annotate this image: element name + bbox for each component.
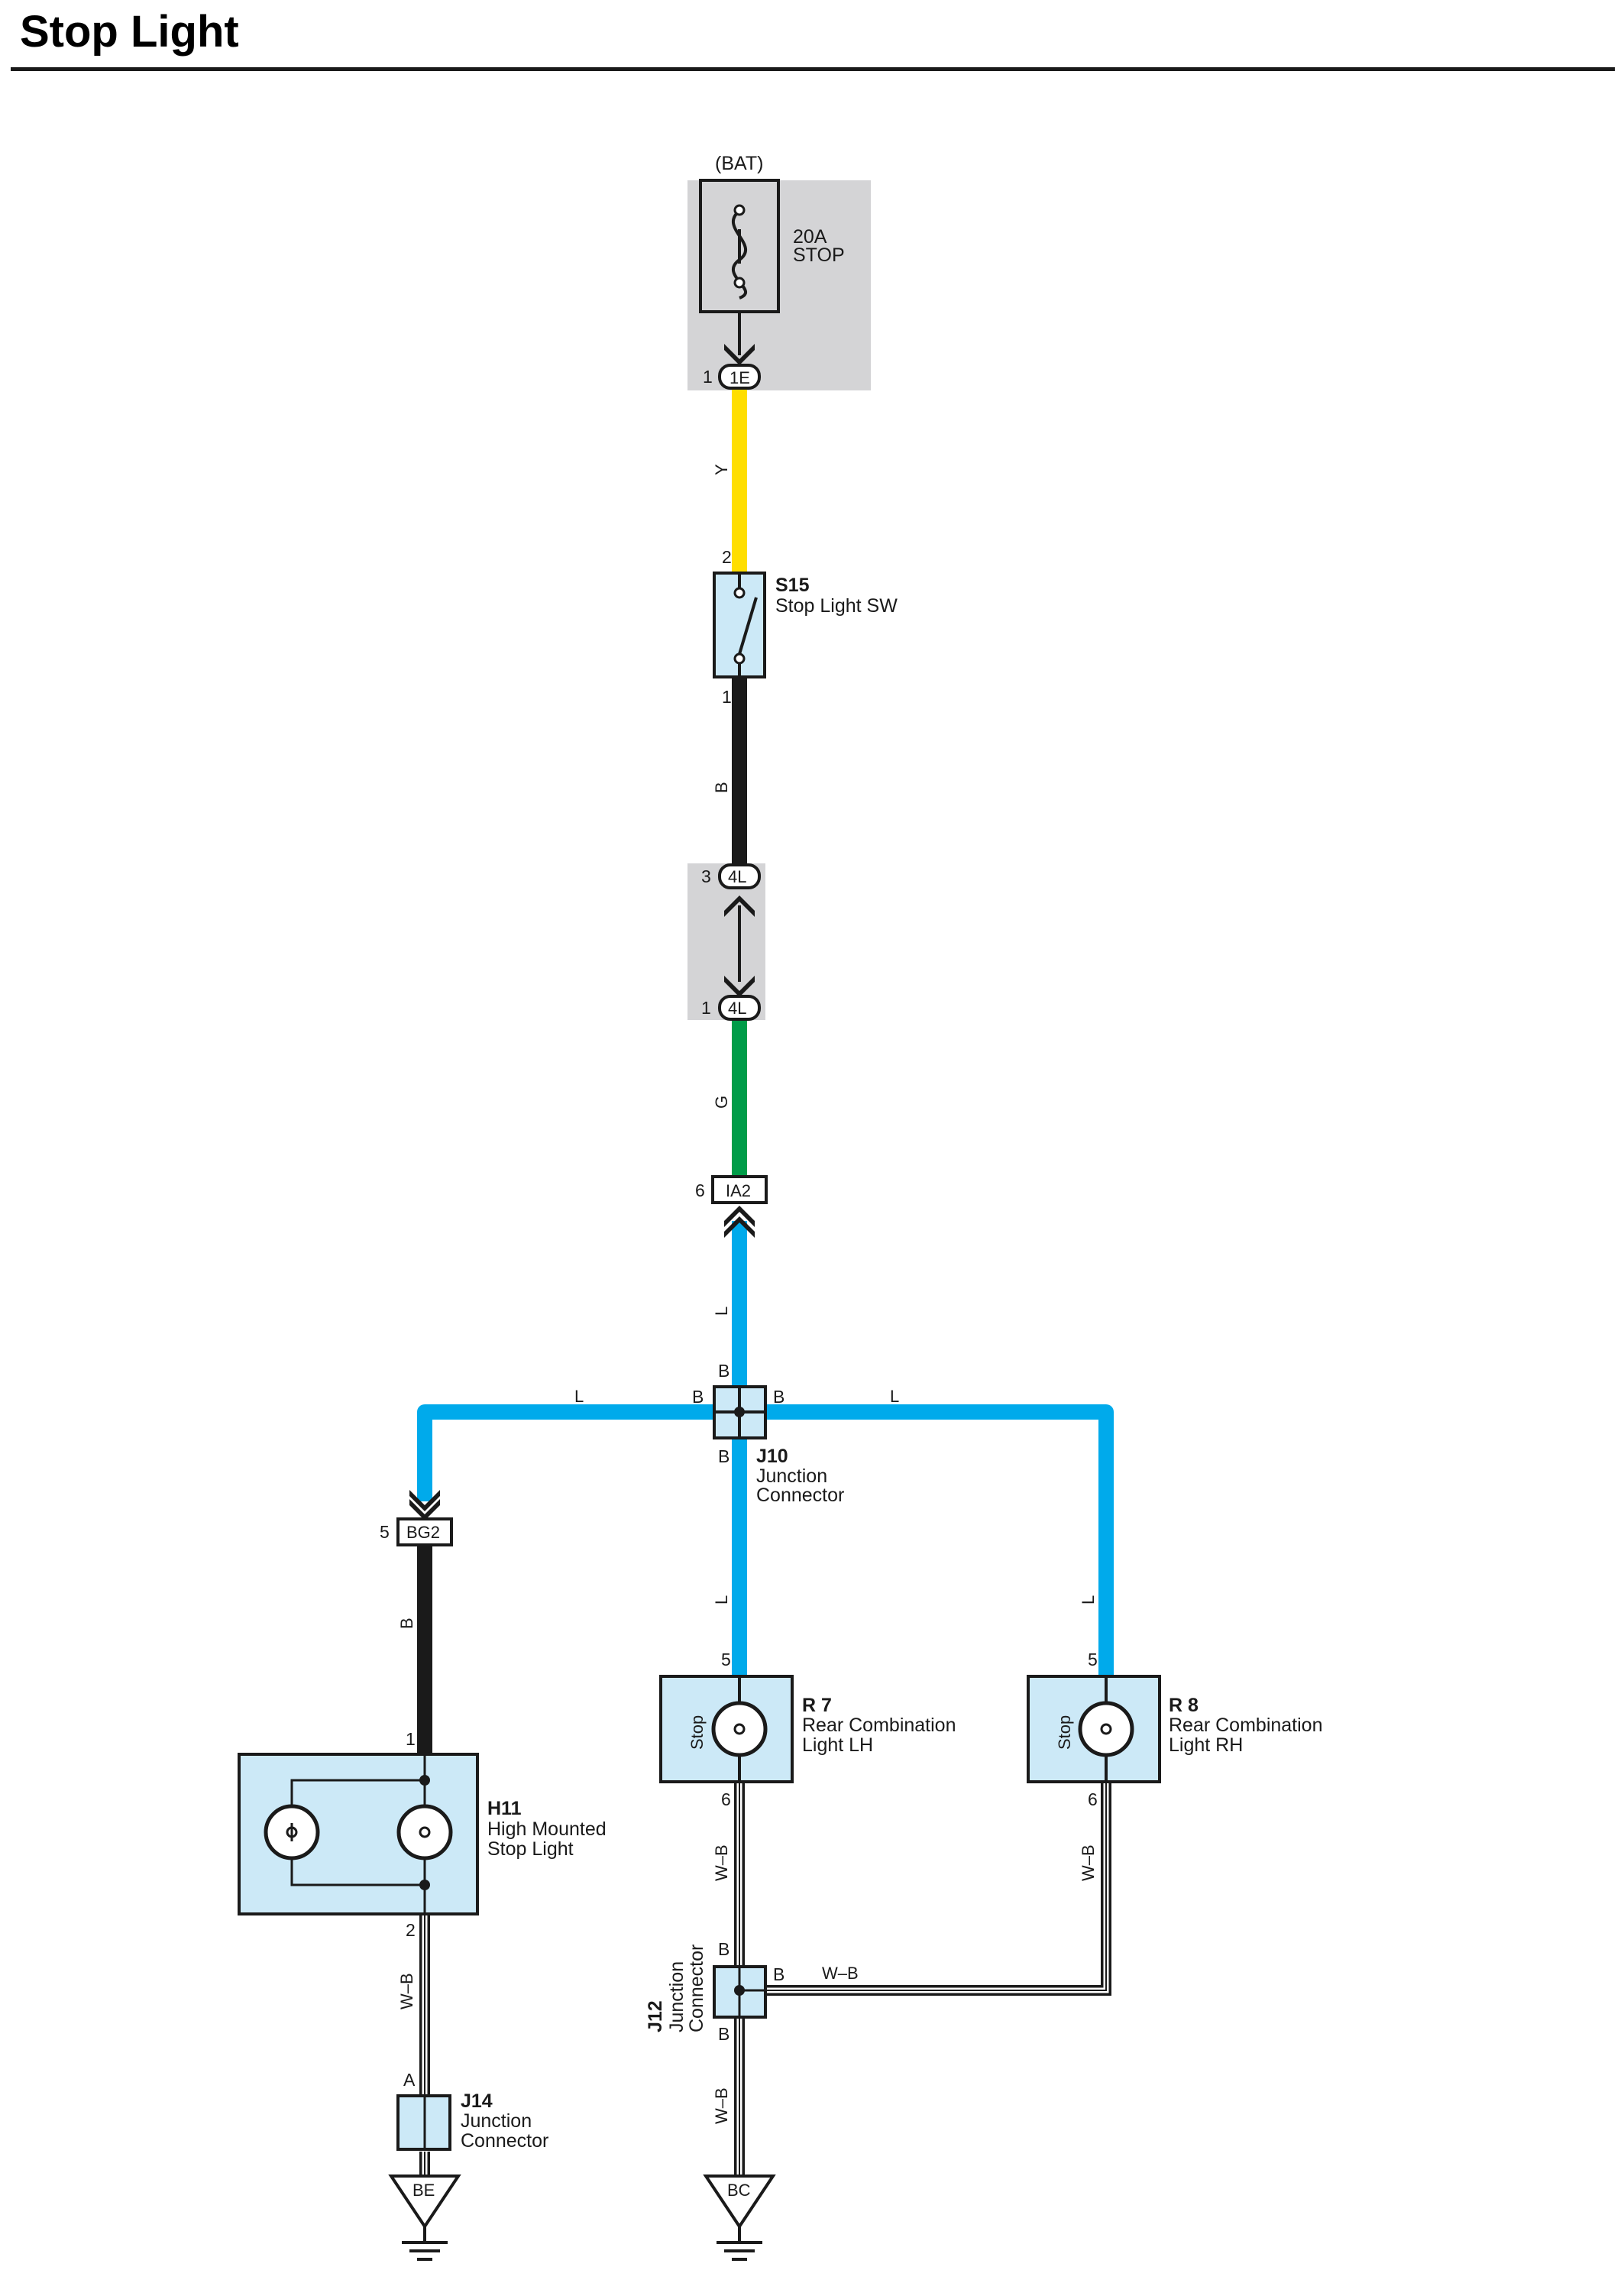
junction-j10	[713, 1385, 767, 1439]
wire-label-blue-right: L	[890, 1387, 899, 1406]
h11-pin-out: 2	[406, 1920, 416, 1940]
connector-4l-top-pin: 3	[701, 866, 711, 886]
wire-label-yellow: Y	[712, 464, 731, 475]
fuse-name-label: STOP	[793, 244, 845, 266]
connector-4l-down-arrow	[724, 976, 755, 997]
wire-blue-left	[417, 1404, 714, 1501]
j12-id: J12	[645, 2000, 666, 2032]
connector-bg2-code: BG2	[406, 1523, 440, 1542]
wire-label-blue-left: L	[574, 1387, 584, 1406]
wire-white-black-group	[419, 1783, 1111, 2176]
junction-j12	[713, 1965, 767, 2019]
rear-combination-light-rh	[1027, 1675, 1161, 1783]
j10-pin-bottom: B	[718, 1446, 730, 1466]
wire-label-wb-h11: W–B	[397, 1973, 416, 2009]
j12-pin-top: B	[718, 1939, 730, 1959]
switch-id: S15	[775, 575, 810, 596]
page-title: Stop Light	[20, 7, 239, 57]
high-mounted-stop-light	[238, 1753, 479, 1915]
h11-line1: High Mounted	[487, 1818, 607, 1840]
wire-label-green: G	[712, 1096, 731, 1109]
stop-light-switch[interactable]	[713, 572, 766, 678]
fuse-20a-stop	[699, 179, 780, 313]
wire-label-blue-r8: L	[1079, 1595, 1098, 1605]
connector-1e-code: 1E	[730, 368, 750, 387]
h11-pin-in: 1	[406, 1729, 416, 1749]
connector-bg2	[396, 1517, 453, 1546]
wire-label-black: B	[712, 782, 731, 793]
j12-pin-bottom: B	[718, 2024, 730, 2044]
j10-pin-right: B	[773, 1387, 785, 1407]
wire-blue-right	[765, 1404, 1114, 1676]
r7-pin-in: 5	[721, 1650, 731, 1669]
connector-bg2-pin: 5	[380, 1522, 390, 1542]
switch-pin-in: 2	[722, 547, 732, 567]
j12-line1: Junction	[666, 1961, 687, 2032]
j14-line1: Junction	[461, 2110, 532, 2132]
ground-be-icon	[388, 2175, 461, 2261]
ground-be-label: BE	[412, 2181, 435, 2200]
r8-id: R 8	[1169, 1695, 1199, 1716]
ground-bc-label: BC	[727, 2181, 751, 2200]
r7-line1: Rear Combination	[802, 1715, 956, 1736]
h11-bulb-right-icon	[396, 1804, 453, 1860]
battery-label: (BAT)	[715, 153, 763, 174]
r7-bulb-label: Stop	[687, 1715, 707, 1750]
rear-combination-light-lh	[659, 1675, 794, 1783]
switch-name: Stop Light SW	[775, 595, 898, 617]
connector-1e-arrow	[724, 344, 755, 365]
inline-connector-housing	[687, 863, 765, 1020]
junction-j14	[396, 2094, 451, 2151]
connector-bg2-arrows	[409, 1490, 440, 1520]
connector-ia2-code: IA2	[726, 1181, 751, 1200]
connector-1e-pin: 1	[703, 367, 713, 387]
j10-line1: Junction	[756, 1465, 827, 1487]
h11-line2: Stop Light	[487, 1838, 574, 1860]
wires	[417, 313, 1114, 2176]
title-divider	[11, 67, 1615, 71]
r8-pin-out: 6	[1088, 1789, 1098, 1809]
h11-id: H11	[487, 1798, 522, 1819]
r8-line1: Rear Combination	[1169, 1715, 1323, 1736]
r7-bulb-icon	[711, 1701, 768, 1757]
wire-label-wb-r7: W–B	[712, 1844, 731, 1881]
h11-bulb-left-icon	[264, 1804, 320, 1860]
j14-pin: A	[403, 2070, 416, 2090]
connector-4l-bottom	[718, 995, 761, 1021]
j12-line2: Connector	[686, 1945, 707, 2032]
connector-1e	[718, 364, 761, 390]
j14-id: J14	[461, 2090, 493, 2112]
r8-line2: Light RH	[1169, 1734, 1243, 1756]
wire-label-blue-r7: L	[712, 1595, 731, 1605]
j10-line2: Connector	[756, 1485, 844, 1506]
j10-pin-top: B	[718, 1361, 730, 1381]
connector-ia2	[711, 1175, 768, 1204]
ground-bc-icon	[703, 2175, 776, 2261]
j10-pin-left: B	[692, 1387, 704, 1407]
j12-pin-right: B	[773, 1964, 785, 1984]
connector-4l-bottom-code: 4L	[728, 999, 746, 1018]
wire-label-black-h11: B	[397, 1618, 416, 1629]
r7-line2: Light LH	[802, 1734, 873, 1756]
connector-4l-up-arrow	[724, 895, 755, 917]
wire-label-wb-ground-bc: W–B	[712, 2087, 731, 2124]
connector-ia2-arrows	[724, 1206, 755, 1238]
j10-id: J10	[756, 1446, 788, 1467]
j14-line2: Connector	[461, 2130, 548, 2152]
r8-bulb-label: Stop	[1055, 1715, 1074, 1750]
connector-4l-top	[718, 863, 761, 889]
fuse-rating-label: 20A	[793, 226, 827, 248]
r7-id: R 7	[802, 1695, 832, 1716]
connector-4l-top-code: 4L	[728, 867, 746, 886]
r8-pin-in: 5	[1088, 1650, 1098, 1669]
connector-ia2-pin: 6	[695, 1180, 705, 1200]
wire-label-blue-feed: L	[712, 1307, 731, 1316]
connector-4l-bottom-pin: 1	[701, 998, 711, 1018]
switch-pin-out: 1	[722, 687, 732, 707]
wire-label-wb-r8: W–B	[1079, 1844, 1098, 1881]
r7-pin-out: 6	[721, 1789, 731, 1809]
wire-label-wb-j12: W–B	[822, 1964, 859, 1983]
r8-bulb-icon	[1078, 1701, 1134, 1757]
